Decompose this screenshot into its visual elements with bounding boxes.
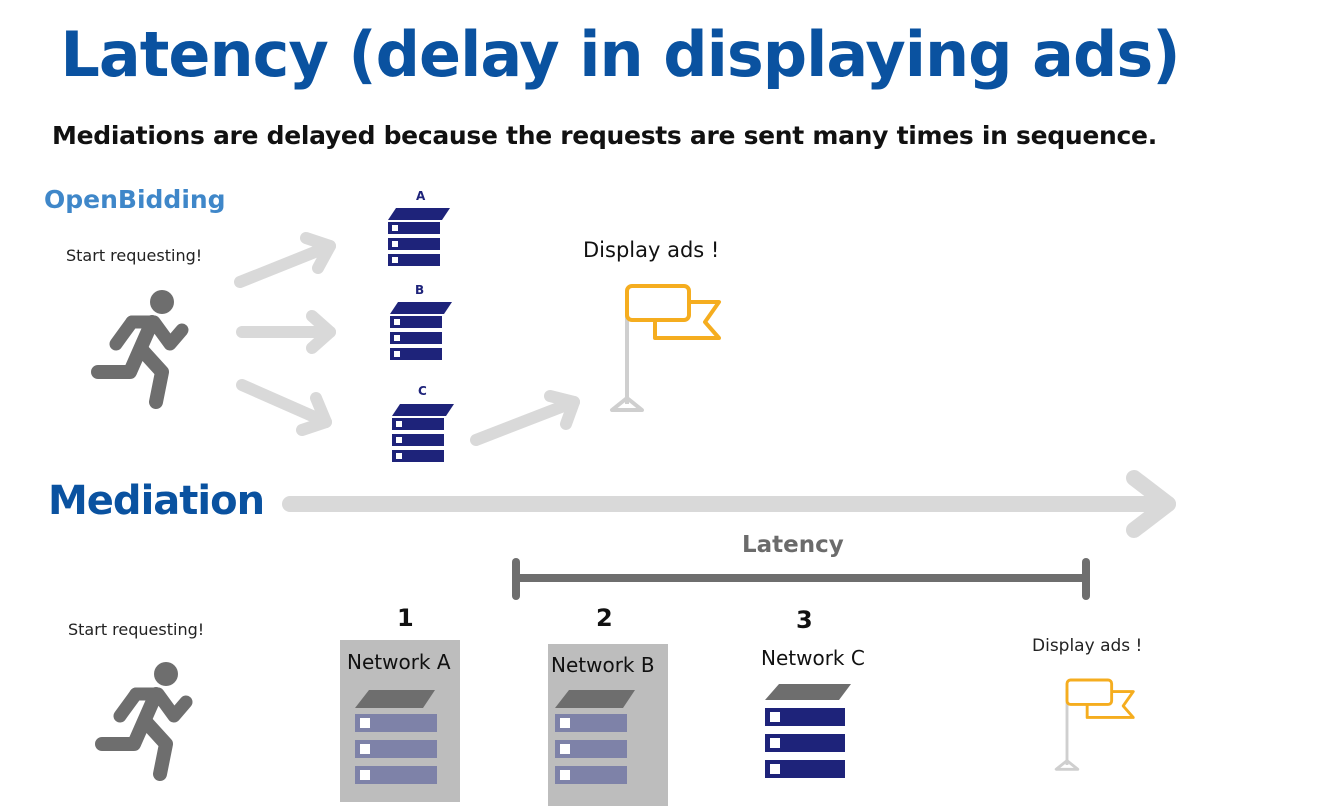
openbidding-start-label: Start requesting! — [66, 246, 203, 265]
arrow-to-server-c-icon — [236, 379, 332, 436]
mediation-display-label: Display ads ! — [1032, 636, 1143, 656]
openbidding-display-label: Display ads ! — [583, 238, 720, 262]
step-number: 1 — [397, 604, 414, 632]
network-c-label: Network C — [761, 646, 865, 670]
arrow-to-server-b-icon — [236, 310, 336, 354]
openbidding-heading: OpenBidding — [44, 185, 226, 214]
server-c-label: C — [418, 384, 427, 398]
flag-icon — [610, 284, 721, 412]
server-a-label: A — [416, 189, 426, 203]
arrow-to-server-a-icon — [234, 232, 336, 288]
flag-icon — [1054, 678, 1135, 771]
mediation-heading: Mediation — [48, 478, 265, 524]
mediation-arrow-icon — [282, 470, 1176, 538]
runner-icon — [102, 662, 186, 774]
mediation-start-label: Start requesting! — [68, 620, 205, 639]
page-title: Latency (delay in displaying ads) — [60, 18, 1180, 91]
latency-label: Latency — [742, 532, 844, 558]
page-subtitle: Mediations are delayed because the reque… — [52, 121, 1157, 150]
server-b-icon — [390, 302, 452, 360]
arrow-to-display-icon — [470, 390, 580, 446]
runner-icon — [98, 290, 182, 402]
network-a-label: Network A — [347, 650, 451, 674]
server-c-icon — [392, 404, 454, 462]
latency-bracket-icon — [512, 558, 1090, 600]
step-number: 3 — [796, 606, 813, 634]
server-b-label: B — [415, 283, 425, 297]
server-a-icon — [388, 208, 450, 266]
server-active-icon — [765, 684, 851, 778]
step-number: 2 — [596, 604, 613, 632]
network-b-label: Network B — [551, 653, 655, 677]
